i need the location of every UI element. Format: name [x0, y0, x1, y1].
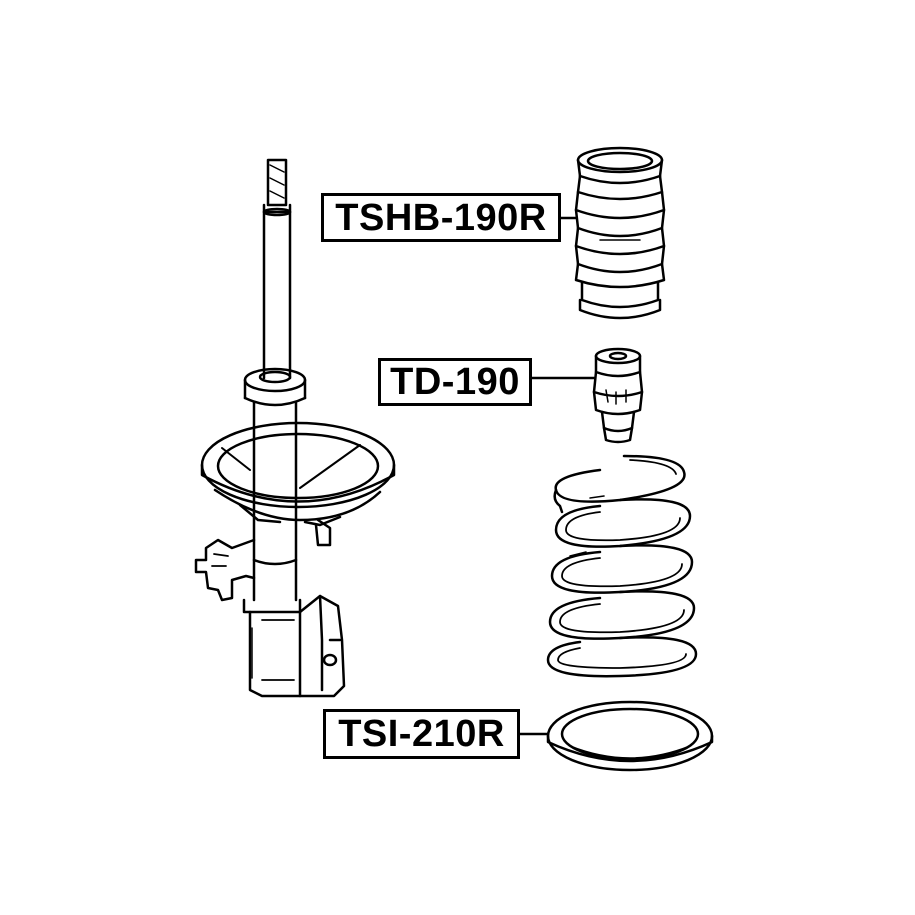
bump-stop	[530, 347, 644, 444]
part-label-spring-insulator: TSI-210R	[323, 709, 520, 759]
strut-assembly	[194, 158, 396, 698]
spring-insulator	[518, 700, 714, 772]
part-label-dust-boot: TSHB-190R	[321, 193, 561, 242]
part-label-bump-stop: TD-190	[378, 358, 532, 406]
dust-boot	[559, 146, 666, 320]
coil-spring	[546, 454, 698, 678]
